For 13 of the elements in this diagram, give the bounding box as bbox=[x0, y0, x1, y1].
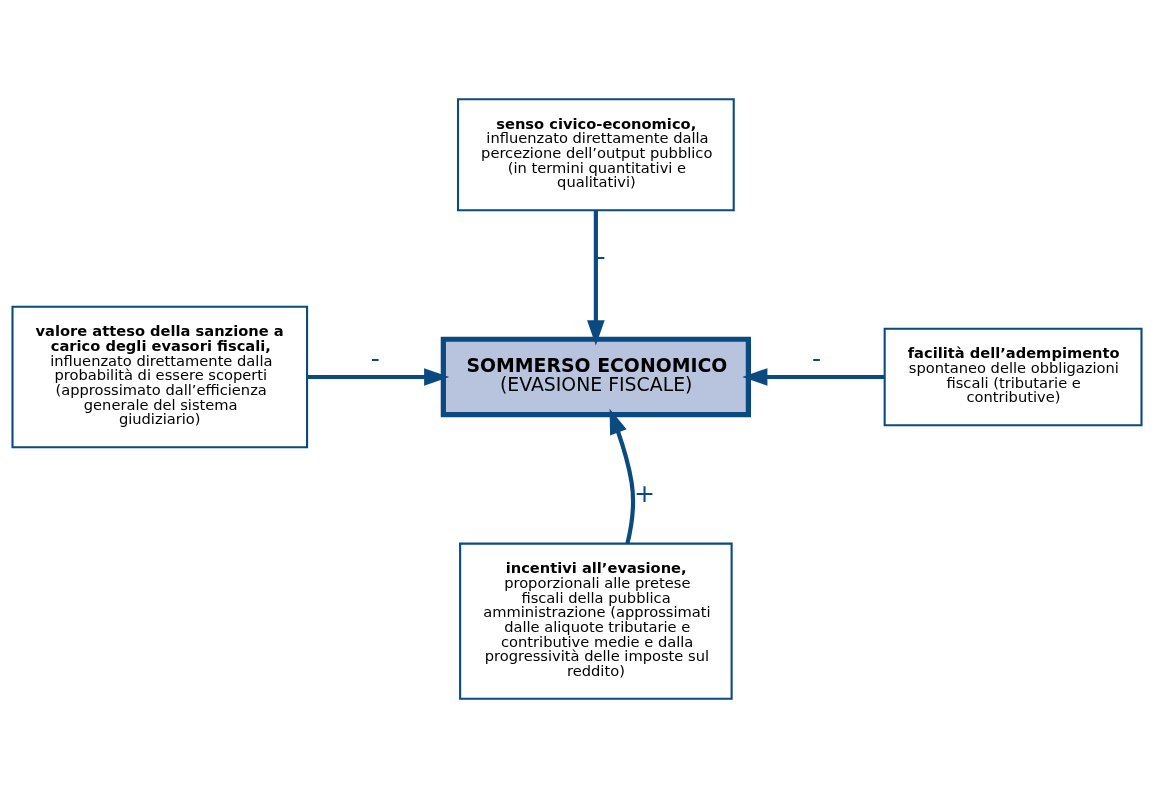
arrow bbox=[587, 210, 605, 346]
node-box: valore atteso della sanzione a carico degli evasori fiscali, influenzato direttamente dalla probabilità di essere scoperti (approssimato dall’efficienza generale del sistema giudiziario) bbox=[11, 305, 309, 449]
edge-label: + bbox=[634, 478, 656, 508]
edge-label: - bbox=[811, 343, 822, 373]
node-box: incentivi all’evasione, proporzionali alle pretese fiscali della pubblica amministrazione (approssimati dalle aliquote tributarie e contributive medie e dalla progressività delle imposte sul reddito) bbox=[459, 542, 733, 700]
node-box: senso civico-economico, influenzato direttamente dalla percezione dell’output pubblico (in termini quantitativi e qualitativi) bbox=[456, 98, 735, 212]
arrow bbox=[742, 368, 885, 386]
node-box: facilità dell’adempimento spontaneo delle obbligazioni fiscali (tributarie e contributive) bbox=[883, 327, 1143, 427]
arrow bbox=[307, 368, 450, 386]
node-box: SOMMERSO ECONOMICO (EVASIONE FISCALE) bbox=[440, 336, 751, 418]
edge-label: - bbox=[370, 343, 380, 373]
arrow bbox=[609, 408, 636, 544]
edge-label: - bbox=[596, 242, 606, 272]
